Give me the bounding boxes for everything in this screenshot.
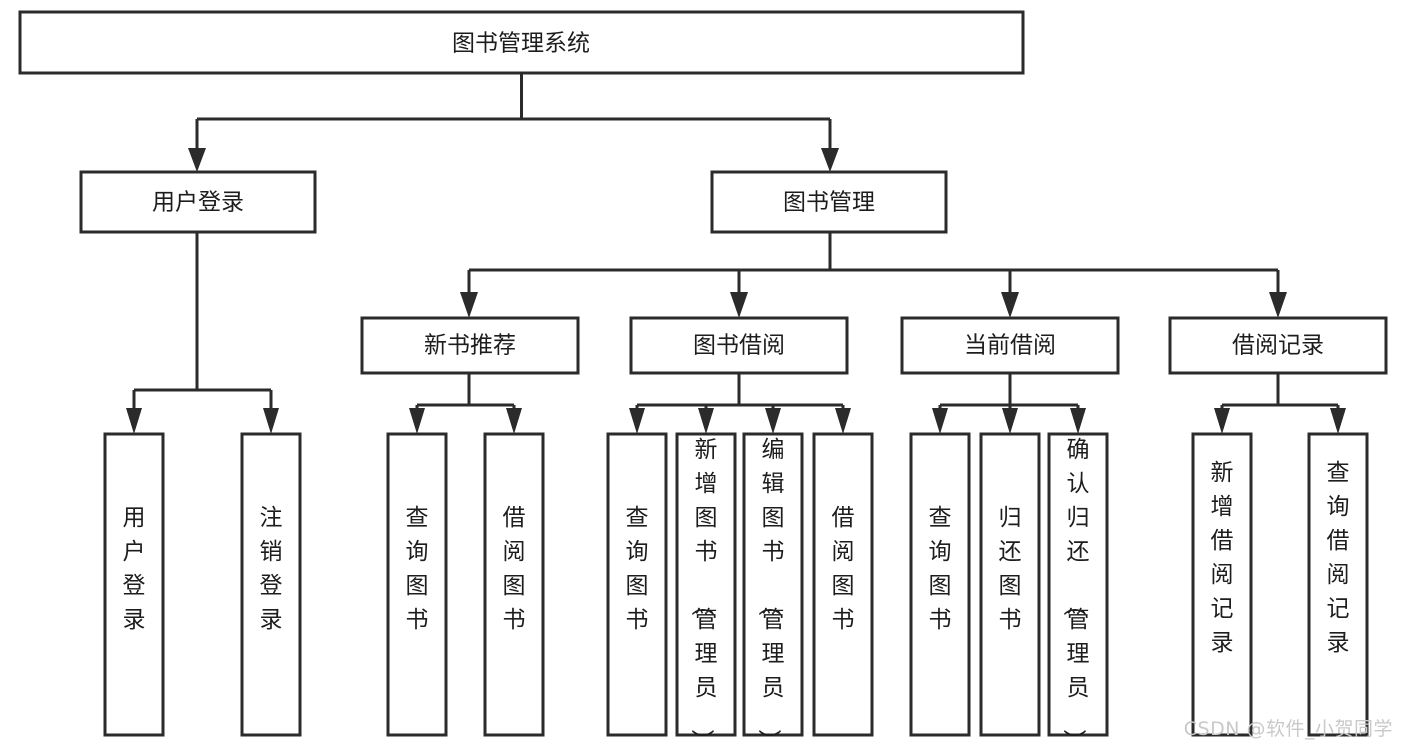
node-leaf-9-label: 查询图书	[929, 505, 952, 633]
node-newbook-box[interactable]	[360, 316, 580, 375]
node-leaf-7-label: 编辑图书（管理员）	[756, 437, 785, 747]
arrow-head-leaf-9	[932, 408, 948, 434]
arrow-head-login	[188, 148, 206, 172]
node-records-label: 借阅记录	[1232, 333, 1324, 359]
arrow-head-leaf-6	[698, 408, 714, 434]
node-leaf-11[interactable]: 确认归还（管理员）	[1047, 432, 1109, 747]
arrow-head-leaf-11	[1070, 408, 1086, 434]
arrow-head-newbook	[460, 292, 478, 318]
node-leaf-12-label: 新增借阅记录	[1211, 460, 1234, 656]
arrow-head-current	[1001, 292, 1019, 318]
node-leaf-12-box[interactable]	[1191, 432, 1253, 737]
node-leaf-13-label: 查询借阅记录	[1327, 460, 1350, 656]
node-leaf-9-box[interactable]	[909, 432, 971, 737]
node-leaf-10-box[interactable]	[979, 432, 1041, 737]
node-leaf-11-label: 确认归还（管理员）	[1061, 437, 1090, 747]
arrow-head-leaf-12	[1214, 408, 1230, 434]
arrow-head-leaf-2	[263, 408, 279, 434]
node-root-box[interactable]	[18, 10, 1025, 75]
node-leaf-8-label: 借阅图书	[832, 505, 855, 633]
node-leaf-4-box[interactable]	[483, 432, 545, 737]
node-leaf-9[interactable]: 查询图书	[909, 432, 971, 737]
node-leaf-6[interactable]: 新增图书（管理员）	[675, 432, 737, 747]
arrow-head-bookmgmt	[821, 148, 839, 172]
node-leaf-6-box[interactable]	[675, 432, 737, 737]
node-leaf-8[interactable]: 借阅图书	[812, 432, 874, 737]
node-leaf-4[interactable]: 借阅图书	[483, 432, 545, 737]
node-root[interactable]: 图书管理系统	[18, 10, 1025, 75]
node-leaf-12[interactable]: 新增借阅记录	[1191, 432, 1253, 737]
node-leaf-5-box[interactable]	[606, 432, 668, 737]
node-leaf-1[interactable]: 用户登录	[103, 432, 165, 737]
node-bookmgmt-label: 图书管理	[783, 190, 875, 216]
arrow-head-leaf-5	[629, 408, 645, 434]
node-bookmgmt-box[interactable]	[710, 170, 948, 234]
node-borrow-label: 图书借阅	[693, 333, 785, 359]
node-login-label: 用户登录	[152, 190, 244, 216]
arrow-head-borrow	[730, 292, 748, 318]
node-leaf-13-box[interactable]	[1307, 432, 1369, 737]
node-login-box[interactable]	[79, 170, 317, 234]
node-bookmgmt[interactable]: 图书管理	[710, 170, 948, 234]
node-leaf-2-box[interactable]	[240, 432, 302, 737]
node-leaf-4-label: 借阅图书	[503, 505, 526, 633]
node-current-box[interactable]	[900, 316, 1120, 375]
node-leaf-3[interactable]: 查询图书	[386, 432, 448, 737]
node-current-label: 当前借阅	[964, 333, 1056, 359]
arrow-head-records	[1269, 292, 1287, 318]
node-leaf-1-box[interactable]	[103, 432, 165, 737]
arrow-head-leaf-3	[409, 408, 425, 434]
node-newbook-label: 新书推荐	[424, 333, 516, 359]
arrow-head-leaf-10	[1002, 408, 1018, 434]
node-newbook[interactable]: 新书推荐	[360, 316, 580, 375]
node-leaf-2-label: 注销登录	[260, 505, 283, 633]
node-records[interactable]: 借阅记录	[1168, 316, 1388, 375]
node-records-box[interactable]	[1168, 316, 1388, 375]
arrow-head-leaf-13	[1330, 408, 1346, 434]
node-leaf-10[interactable]: 归还图书	[979, 432, 1041, 737]
node-borrow[interactable]: 图书借阅	[629, 316, 849, 375]
node-login[interactable]: 用户登录	[79, 170, 317, 234]
node-leaf-11-box[interactable]	[1047, 432, 1109, 737]
node-root-label: 图书管理系统	[452, 31, 590, 57]
node-leaf-7[interactable]: 编辑图书（管理员）	[742, 432, 804, 747]
node-leaf-2[interactable]: 注销登录	[240, 432, 302, 737]
node-leaf-3-label: 查询图书	[406, 505, 429, 633]
arrow-head-leaf-8	[835, 408, 851, 434]
node-borrow-box[interactable]	[629, 316, 849, 375]
node-leaf-3-box[interactable]	[386, 432, 448, 737]
arrow-head-leaf-1	[126, 408, 142, 434]
node-leaf-6-label: 新增图书（管理员）	[689, 437, 718, 747]
node-leaf-10-label: 归还图书	[999, 505, 1022, 633]
node-leaf-5[interactable]: 查询图书	[606, 432, 668, 737]
node-leaf-8-box[interactable]	[812, 432, 874, 737]
node-leaf-5-label: 查询图书	[626, 505, 649, 633]
edge-layer	[126, 73, 1346, 434]
arrow-head-leaf-7	[765, 408, 781, 434]
node-current[interactable]: 当前借阅	[900, 316, 1120, 375]
node-leaf-7-box[interactable]	[742, 432, 804, 737]
arrow-head-leaf-4	[506, 408, 522, 434]
node-leaf-1-label: 用户登录	[123, 505, 146, 633]
node-leaf-13[interactable]: 查询借阅记录	[1307, 432, 1369, 737]
